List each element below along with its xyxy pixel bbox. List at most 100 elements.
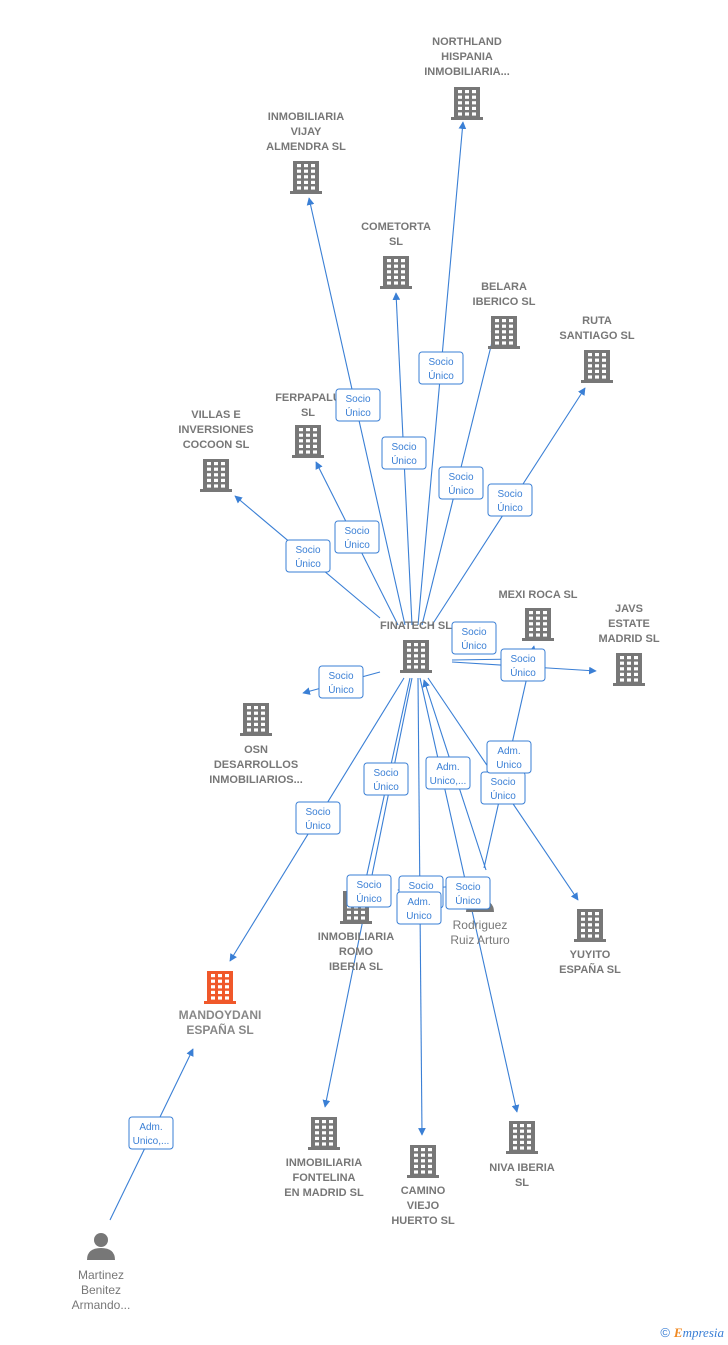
node-label-vijay: VIJAY xyxy=(291,126,322,138)
building-window xyxy=(387,259,391,263)
edge-label-box[interactable] xyxy=(285,539,331,573)
edge-label-martinez-to-mandoydani[interactable]: Adm.Unico,... xyxy=(128,1116,174,1150)
edge-label-box[interactable] xyxy=(451,621,497,655)
building-icon[interactable] xyxy=(292,425,324,458)
node-label-fontelina: INMOBILIARIA xyxy=(286,1157,362,1169)
node-label-yuyito: YUYITO xyxy=(570,949,611,961)
building-icon[interactable] xyxy=(400,640,432,673)
edge-label-box[interactable] xyxy=(487,483,533,517)
node-northland[interactable]: NORTHLANDHISPANIAINMOBILIARIA... xyxy=(424,36,510,120)
edge-label-box[interactable] xyxy=(438,466,484,500)
building-window xyxy=(225,974,229,978)
edge-label-box[interactable] xyxy=(128,1116,174,1150)
building-icon[interactable] xyxy=(240,703,272,736)
edge-label-box[interactable] xyxy=(396,891,442,925)
edge-label-box[interactable] xyxy=(363,762,409,796)
edge-label-rodriguez-to-finatech[interactable]: Adm.Unico,... xyxy=(425,756,471,790)
building-window xyxy=(495,330,499,334)
building-icon[interactable] xyxy=(308,1117,340,1150)
edge-label-box[interactable] xyxy=(318,665,364,699)
node-martinez[interactable]: MartinezBenitezArmando... xyxy=(72,1233,131,1312)
node-label-rodriguez: Rodriguez xyxy=(453,918,508,932)
building-window xyxy=(414,654,418,658)
edge-label-text: Socio xyxy=(455,882,480,893)
edge-label-text: Único xyxy=(328,683,354,696)
building-icon[interactable] xyxy=(200,459,232,492)
edge-label-text: Socio xyxy=(295,545,320,556)
building-icon[interactable] xyxy=(451,87,483,120)
edge-label-box[interactable] xyxy=(381,436,427,470)
edge-label-rodriguez-to-romo[interactable]: Adm.Unico xyxy=(396,891,442,925)
building-window xyxy=(221,478,225,482)
edge-label-box[interactable] xyxy=(335,388,381,422)
building-window xyxy=(588,934,592,938)
building-icon[interactable] xyxy=(581,350,613,383)
building-window xyxy=(297,186,301,190)
person-icon[interactable] xyxy=(87,1233,115,1260)
empresia-brand[interactable]: ©Empresia xyxy=(660,1325,724,1341)
building-icon[interactable] xyxy=(506,1121,538,1154)
edge-label-rodriguez-to-mexi[interactable]: Adm.Unico xyxy=(486,740,532,774)
building-window xyxy=(536,611,540,615)
edge-label-text: Socio xyxy=(356,880,381,891)
building-icon[interactable] xyxy=(613,653,645,686)
building-window xyxy=(322,1136,326,1140)
building-window xyxy=(214,467,218,471)
edge-label-box[interactable] xyxy=(445,876,491,910)
building-icon[interactable] xyxy=(380,256,412,289)
building-window xyxy=(536,622,540,626)
building-icon[interactable] xyxy=(290,161,322,194)
edge-label-box[interactable] xyxy=(295,801,341,835)
building-window xyxy=(401,275,405,279)
building-window xyxy=(502,319,506,323)
building-window xyxy=(634,678,638,682)
edge-label-box[interactable] xyxy=(486,740,532,774)
edge-label-box[interactable] xyxy=(425,756,471,790)
edge-label-box[interactable] xyxy=(346,874,392,908)
building-icon[interactable] xyxy=(488,316,520,349)
building-window xyxy=(211,990,215,994)
edge-label-box[interactable] xyxy=(418,351,464,385)
building-icon[interactable] xyxy=(522,608,554,641)
node-osn[interactable]: OSNDESARROLLOSINMOBILIARIOS... xyxy=(209,703,303,786)
edge-label-box[interactable] xyxy=(500,648,546,682)
building-icon[interactable] xyxy=(407,1145,439,1178)
building-window xyxy=(421,665,425,669)
node-label-camino: VIEJO xyxy=(407,1200,440,1212)
node-finatech[interactable]: FINATECH SL xyxy=(380,620,452,673)
edge-label-box[interactable] xyxy=(334,520,380,554)
building-icon[interactable] xyxy=(204,971,236,1004)
edge-label-text: Unico,... xyxy=(430,776,467,787)
building-window xyxy=(458,101,462,105)
building-window xyxy=(458,95,462,99)
node-mexi[interactable]: MEXI ROCA SL xyxy=(498,589,578,641)
building-icon[interactable] xyxy=(574,909,606,942)
